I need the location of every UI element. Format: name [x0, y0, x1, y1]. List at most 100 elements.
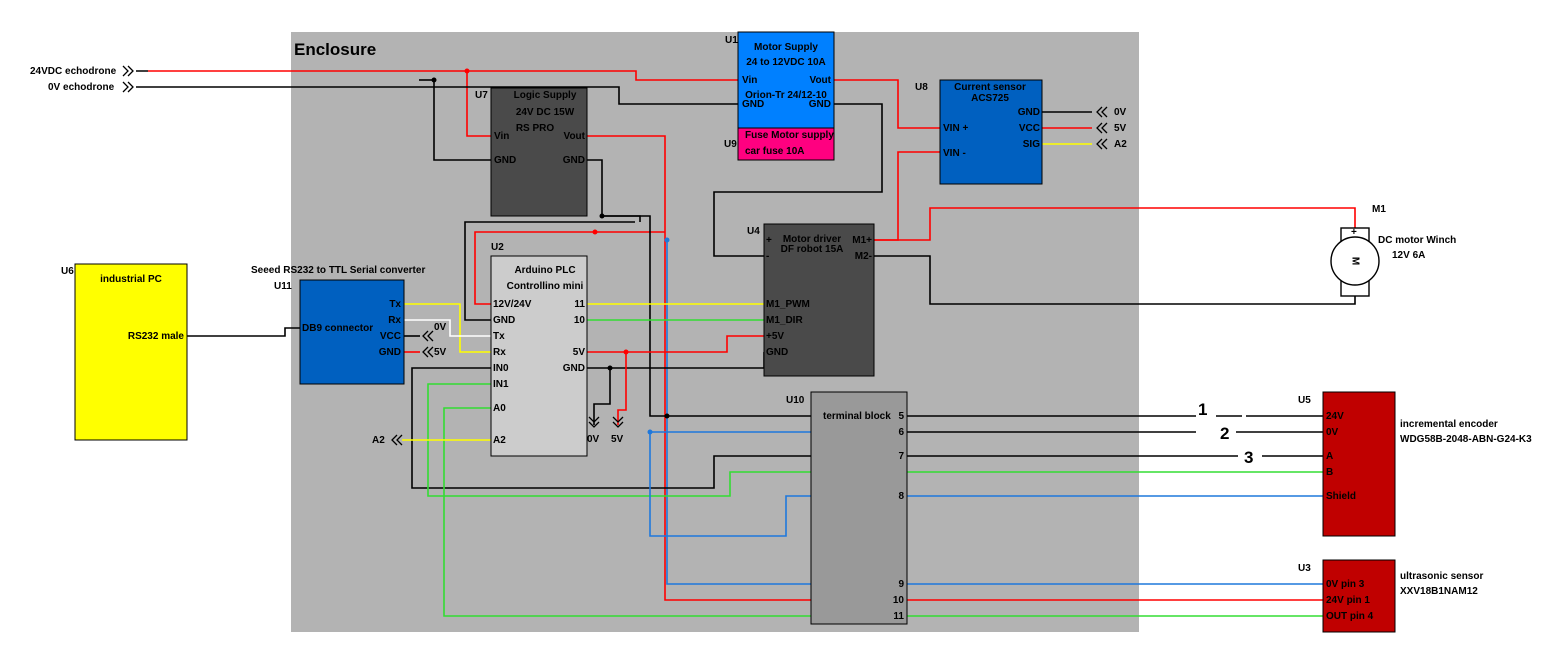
u2-pin-10: 10 [574, 315, 586, 326]
u8-pin-vinm: VIN - [943, 148, 966, 159]
u5-pin-a: A [1326, 451, 1333, 462]
u8-pin-vinp: VIN + [943, 123, 968, 134]
motor-icon [1330, 236, 1380, 286]
u4-pin-m1p: M1+ [852, 235, 872, 246]
u1-pin-gnd: GND [742, 99, 764, 110]
junction-dot [664, 413, 670, 419]
u3-pin-0v: 0V pin 3 [1326, 579, 1365, 590]
wire-plc-gnd-port [593, 368, 611, 425]
u8-pin-gnd: GND [1018, 107, 1040, 118]
u4-pin-plus: + [766, 235, 772, 246]
u5-pin-0v: 0V [1326, 427, 1339, 438]
u2-pin-11: 11 [574, 299, 585, 310]
junction-dot [664, 237, 670, 243]
m1-symbol: M [1350, 257, 1361, 265]
u9-fuse: U9 Fuse Motor supply car fuse 10A [724, 127, 835, 161]
u1-pin-vout: Vout [810, 75, 832, 86]
wire-motor-plus [874, 207, 1356, 241]
port-out-a2-label: A2 [1114, 139, 1127, 150]
u7-title1: Logic Supply [514, 90, 577, 101]
u10-pin-11: 11 [893, 611, 904, 622]
port-arrow-icon [122, 81, 134, 93]
junctions [431, 68, 670, 435]
wires [142, 70, 1356, 617]
u10-ref: U10 [786, 395, 805, 406]
cable-label-2: 2 [1220, 424, 1229, 443]
u4-pin-dir: M1_DIR [766, 315, 803, 326]
u6-industrial-pc: U6 industrial PC RS232 male [61, 263, 188, 441]
u1-motor-supply: U1 Motor Supply 24 to 12VDC 10A Orion-Tr… [725, 31, 835, 129]
wire-gnd-bridge [602, 215, 641, 222]
u10-pin-9: 9 [898, 579, 904, 590]
m1-dc-motor: M + M1 DC motor Winch 12V 6A [1330, 204, 1456, 297]
wire-vout-sensor [834, 79, 940, 129]
u3-pin-out: OUT pin 4 [1326, 611, 1374, 622]
u6-ref: U6 [61, 266, 74, 277]
wire-gnd-driver [713, 103, 883, 257]
port-out-5v-label: 5V [1114, 123, 1127, 134]
wire-in0 [411, 367, 811, 489]
u11-pin-tx: Tx [389, 299, 401, 310]
u5-title1: incremental encoder [1400, 419, 1498, 430]
u8-title1: Current sensor [954, 82, 1026, 93]
u3-title2: XXV18B1NAM12 [1400, 586, 1478, 597]
port-arrow-icon [588, 416, 600, 428]
u4-pin-gnd: GND [766, 347, 788, 358]
u8-ref: U8 [915, 82, 928, 93]
u4-motor-driver: U4 Motor driver DF robot 15A + - M1+ M2-… [747, 223, 875, 377]
m1-title1: DC motor Winch [1378, 235, 1456, 246]
wire-plc-power [474, 231, 665, 305]
u7-pin-vout: Vout [564, 131, 586, 142]
u2-pin-gnd2: GND [563, 363, 585, 374]
u8-pin-vcc: VCC [1019, 123, 1040, 134]
u6-title1: industrial PC [100, 274, 162, 285]
port-arrow-icon [122, 65, 134, 77]
u9-title2: car fuse 10A [745, 146, 804, 157]
u2-pin-in1: IN1 [493, 379, 509, 390]
port-arrow-icon [422, 346, 434, 358]
u3-title1: ultrasonic sensor [1400, 571, 1483, 582]
port-plc-5v-label: 5V [611, 434, 624, 445]
u8-pin-sig: SIG [1023, 139, 1040, 150]
u11-title2: DB9 connector [302, 323, 373, 334]
u3-ultrasonic-sensor: U3 ultrasonic sensor XXV18B1NAM12 0V pin… [1298, 559, 1483, 633]
u5-pin-24v: 24V [1326, 411, 1344, 422]
u11-pin-rx: Rx [388, 315, 401, 326]
u2-title2: Controllino mini [507, 281, 584, 292]
u4-title2: DF robot 15A [781, 244, 844, 255]
u2-pin-tx: Tx [493, 331, 505, 342]
u11-serial-converter: Seeed RS232 to TTL Serial converter U11 … [251, 265, 425, 385]
junction-dot [607, 365, 613, 371]
u1-pin-vin: Vin [742, 75, 757, 86]
junction-dot [647, 429, 653, 435]
u5-pin-b: B [1326, 467, 1333, 478]
u4-pin-m2m: M2- [855, 251, 872, 262]
u9-title1: Fuse Motor supply [745, 130, 834, 141]
u4-pin-minus: - [766, 251, 769, 262]
u7-logic-supply: U7 Logic Supply 24V DC 15W RS PRO Vin GN… [475, 87, 588, 217]
u1-pin-gnd2: GND [809, 99, 831, 110]
u2-pin-rx: Rx [493, 347, 506, 358]
m1-title2: 12V 6A [1392, 250, 1425, 261]
port-symbols [122, 65, 1108, 446]
u11-pin-vcc: VCC [380, 331, 401, 342]
u5-title2: WDG58B-2048-ABN-G24-K3 [1400, 434, 1532, 445]
port-0v-label: 0V echodrone [48, 82, 115, 93]
port-gnd-0v-label: 0V [434, 322, 447, 333]
u10-pin-8: 8 [898, 491, 904, 502]
wire-motor-minus [874, 255, 1356, 305]
port-arrow-icon [422, 330, 434, 342]
u2-pin-in0: IN0 [493, 363, 509, 374]
u11-title1: Seeed RS232 to TTL Serial converter [251, 265, 425, 276]
u4-ref: U4 [747, 226, 760, 237]
port-gnd-5v-label: 5V [434, 347, 447, 358]
u8-title2: ACS725 [971, 93, 1009, 104]
wire-blue-0v [666, 240, 811, 585]
u2-pin-12v: 12V/24V [493, 299, 532, 310]
u4-pin-5v: +5V [766, 331, 784, 342]
junction-dot [431, 77, 437, 83]
junction-dot [464, 68, 470, 74]
cable-label-1: 1 [1198, 400, 1207, 419]
